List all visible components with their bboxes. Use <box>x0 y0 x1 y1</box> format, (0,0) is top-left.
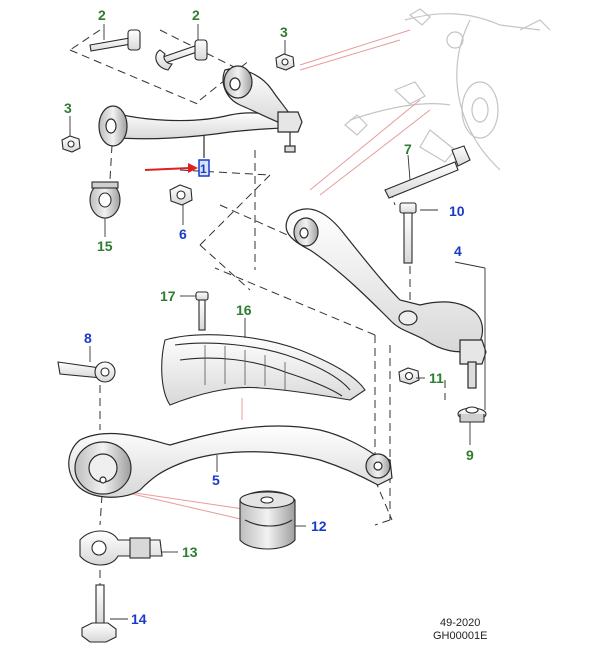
bush-item-15 <box>89 181 121 219</box>
nut-item-9 <box>457 406 487 423</box>
lower-arm-item-5 <box>68 425 393 498</box>
dashed-assembly-lines <box>69 29 446 585</box>
callout-item-8: 8 <box>84 330 92 346</box>
callout-item-17: 17 <box>160 288 176 304</box>
callout-item-15: 15 <box>97 238 113 254</box>
callout-item-13: 13 <box>182 544 198 560</box>
link-item-8 <box>57 361 116 383</box>
callout-item-7: 7 <box>404 141 412 157</box>
callout-item-3b: 3 <box>64 100 72 116</box>
diagram-code: GH00001E <box>433 630 488 642</box>
callout-item-5: 5 <box>212 472 220 488</box>
callout-item-9: 9 <box>466 447 474 463</box>
callout-item-4: 4 <box>454 243 462 259</box>
highlight-item-1 <box>144 159 210 177</box>
callout-item-14: 14 <box>131 611 147 627</box>
bolt-item-17 <box>195 291 209 331</box>
bolt-pair-item-2 <box>89 29 208 71</box>
callout-item-1: 1 <box>200 162 207 176</box>
bracket-item-13 <box>79 530 163 566</box>
bush-item-12 <box>239 490 296 550</box>
nut-item-11 <box>398 367 420 385</box>
front-lower-arm <box>285 208 487 389</box>
callout-item-2a: 2 <box>98 7 106 23</box>
nut-item-3 <box>61 53 295 153</box>
diagram-date: 49-2020 <box>440 617 481 629</box>
reference-lines <box>114 29 431 521</box>
shield-item-16 <box>161 334 366 406</box>
nut-item-6 <box>169 184 193 206</box>
callout-item-12: 12 <box>311 518 327 534</box>
callout-item-6: 6 <box>179 226 187 242</box>
callout-leaders <box>69 24 486 620</box>
callout-item-2b: 2 <box>192 7 200 23</box>
bolt-item-14 <box>81 584 117 643</box>
callout-item-16: 16 <box>236 302 252 318</box>
upper-control-arm <box>98 65 303 158</box>
bolt-item-10 <box>399 202 417 264</box>
callout-item-11: 11 <box>429 370 444 386</box>
callout-item-3a: 3 <box>280 24 288 40</box>
suspension-overview-ghost <box>344 8 551 171</box>
callout-item-10: 10 <box>449 203 465 219</box>
bolt-item-7 <box>384 145 471 199</box>
